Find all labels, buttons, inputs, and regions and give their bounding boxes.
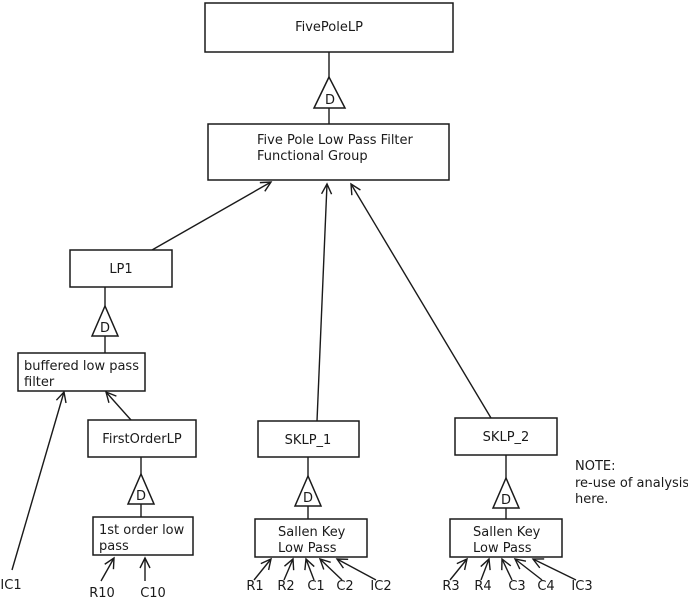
note-text: re-use of analysis bbox=[575, 476, 688, 491]
node-sallen-key-low-pass-2[interactable]: Sallen Key Low Pass bbox=[449, 518, 563, 558]
arrow-c1 bbox=[304, 557, 315, 581]
component-label-ic1: IC1 bbox=[0, 578, 21, 593]
node-sklp1[interactable]: SKLP_1 bbox=[257, 420, 360, 458]
component-label-c4: C4 bbox=[537, 579, 554, 594]
node-label: Low Pass bbox=[278, 541, 337, 556]
node-box[interactable] bbox=[204, 2, 454, 53]
node-label: FivePoleLP bbox=[295, 20, 363, 35]
node-box[interactable] bbox=[69, 249, 173, 288]
arrow-r1 bbox=[253, 557, 272, 581]
component-label-c2: C2 bbox=[336, 579, 353, 594]
arrow-sklp2-to-functional-group bbox=[350, 182, 492, 419]
node-label: filter bbox=[24, 375, 55, 390]
decomposition-symbol: D bbox=[491, 476, 521, 509]
node-lp1[interactable]: LP1 bbox=[69, 249, 173, 288]
node-sklp2[interactable]: SKLP_2 bbox=[454, 417, 558, 456]
component-label-ic3: IC3 bbox=[571, 579, 592, 594]
component-label-ic2: IC2 bbox=[370, 579, 391, 594]
arrow-r3 bbox=[449, 557, 468, 581]
arrow-r2 bbox=[283, 557, 295, 581]
node-first-order-low-pass[interactable]: 1st order low pass bbox=[92, 516, 194, 556]
node-box[interactable] bbox=[254, 518, 368, 558]
component-label-r1: R1 bbox=[246, 579, 263, 594]
decomposition-symbol: D bbox=[312, 75, 347, 109]
decomposition-symbol: D bbox=[126, 472, 156, 505]
decomposition-triangle bbox=[90, 304, 120, 337]
node-label: 1st order low bbox=[99, 523, 185, 538]
node-label: Five Pole Low Pass Filter bbox=[257, 133, 414, 148]
note-annotation: NOTE: re-use of analysis here. bbox=[575, 459, 688, 507]
node-fivepolelp[interactable]: FivePoleLP bbox=[204, 2, 454, 53]
arrow-r10 bbox=[100, 556, 115, 582]
node-label: SKLP_1 bbox=[285, 433, 332, 448]
node-label: Sallen Key bbox=[473, 525, 541, 540]
node-buffered-low-pass-filter[interactable]: buffered low pass filter bbox=[17, 352, 146, 392]
node-box[interactable] bbox=[87, 419, 197, 458]
node-label: SKLP_2 bbox=[483, 430, 530, 445]
note-text: NOTE: bbox=[575, 459, 616, 474]
node-label: Low Pass bbox=[473, 541, 532, 556]
node-box[interactable] bbox=[454, 417, 558, 456]
component-label-c3: C3 bbox=[508, 579, 525, 594]
arrow-c4 bbox=[513, 558, 543, 581]
component-label-r4: R4 bbox=[474, 579, 491, 594]
arrow-r4 bbox=[480, 557, 491, 581]
arrow-c2 bbox=[318, 557, 343, 581]
component-label-r10: R10 bbox=[89, 586, 115, 601]
node-box[interactable] bbox=[257, 420, 360, 458]
node-box[interactable] bbox=[449, 518, 563, 558]
node-box[interactable] bbox=[17, 352, 146, 392]
arrow-ic2 bbox=[335, 558, 377, 581]
decomposition-triangle bbox=[491, 476, 521, 509]
arrow-c3 bbox=[501, 557, 513, 581]
node-firstorderlp[interactable]: FirstOrderLP bbox=[87, 419, 197, 458]
node-label: LP1 bbox=[109, 262, 132, 277]
note-text: here. bbox=[575, 492, 608, 507]
component-label-c1: C1 bbox=[307, 579, 324, 594]
arrow-sklp1-to-functional-group bbox=[316, 182, 333, 422]
arrow-ic1-to-buffered bbox=[11, 390, 67, 571]
decomposition-symbol: D bbox=[90, 304, 120, 337]
component-label-c10: C10 bbox=[140, 586, 166, 601]
decomposition-triangle bbox=[312, 75, 347, 109]
node-sallen-key-low-pass-1[interactable]: Sallen Key Low Pass bbox=[254, 518, 368, 558]
decomposition-letter: D bbox=[303, 491, 313, 506]
component-label-r3: R3 bbox=[442, 579, 459, 594]
node-label: FirstOrderLP bbox=[102, 432, 182, 447]
node-functional-group[interactable]: Five Pole Low Pass Filter Functional Gro… bbox=[207, 123, 450, 181]
arrow-firstorderlp-to-buffered bbox=[104, 390, 132, 421]
decomposition-letter: D bbox=[325, 93, 335, 108]
component-label-r2: R2 bbox=[277, 579, 294, 594]
arrow-lp1-to-functional-group bbox=[151, 181, 273, 251]
node-label: pass bbox=[99, 539, 129, 554]
decomposition-letter: D bbox=[100, 321, 110, 336]
decomposition-triangle bbox=[126, 472, 156, 505]
node-box[interactable] bbox=[92, 516, 194, 556]
node-label: Sallen Key bbox=[278, 525, 346, 540]
node-box[interactable] bbox=[207, 123, 450, 181]
node-label: Functional Group bbox=[257, 149, 368, 164]
decomposition-triangle bbox=[293, 474, 323, 507]
node-label: buffered low pass bbox=[24, 359, 139, 374]
arrow-ic3 bbox=[531, 558, 577, 581]
decomposition-letter: D bbox=[136, 489, 146, 504]
decomposition-letter: D bbox=[501, 493, 511, 508]
decomposition-symbol: D bbox=[293, 474, 323, 507]
